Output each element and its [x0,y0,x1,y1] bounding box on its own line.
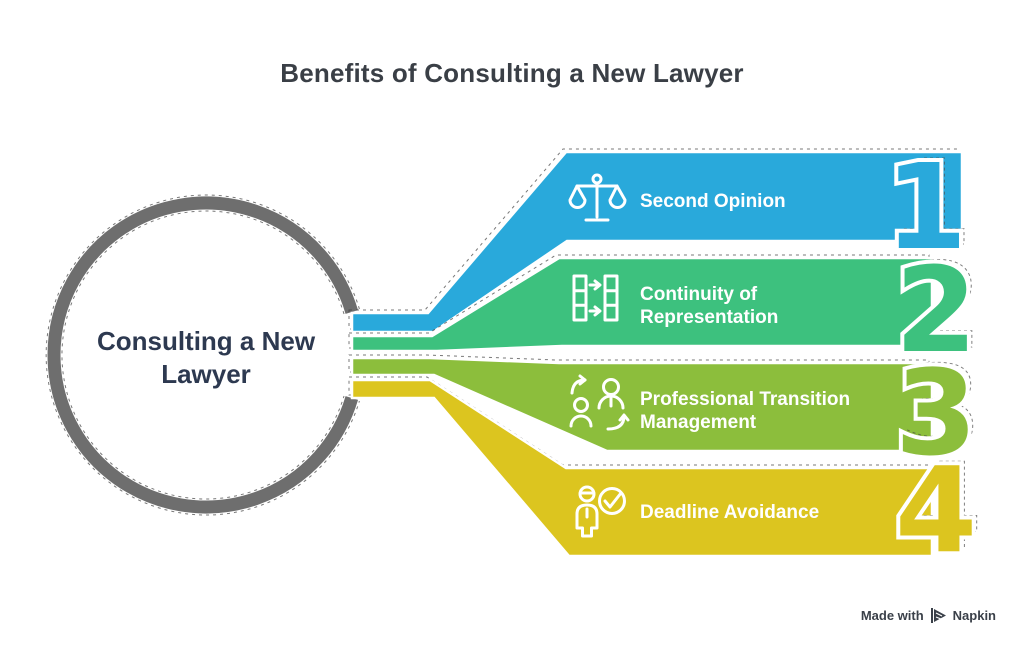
central-circle: Consulting a New Lawyer [45,194,360,516]
ring-arc [47,196,359,514]
made-with-napkin-badge: Made with Napkin [861,607,996,624]
banner-1-label: Second Opinion [640,191,786,212]
step-number-3: 3 [895,344,977,482]
step-number-3-sketch: 3 [900,340,982,478]
banner-2-label-line2: Representation [640,307,778,328]
benefit-banner-3: Professional Transition Management 3 3 [348,340,983,486]
step-number-1: 1 [885,138,967,276]
benefit-banner-1: Second Opinion 1 1 [348,134,973,334]
step-number-4: 4 [895,441,977,579]
center-label-line1: Consulting a New [97,326,316,356]
napkin-logo-icon [930,608,946,623]
banner-2-shape [350,256,934,353]
banner-3-sketch [348,354,930,449]
step-number-4-sketch: 4 [900,437,982,575]
benefit-banner-2: Continuity of Representation 2 2 [348,237,983,383]
step-number-2-sketch: 2 [900,237,982,375]
brand-text: Napkin [952,608,996,623]
banner-4-label: Deadline Avoidance [640,502,819,523]
banner-3-label-line1: Professional Transition [640,389,850,410]
page-title: Benefits of Consulting a New Lawyer [280,58,744,88]
banner-4-shape [350,378,934,558]
step-number-2: 2 [895,241,977,379]
banner-3-shape [350,356,934,453]
ring-sketch-outer [45,194,360,516]
center-label-line2: Lawyer [161,359,251,389]
benefit-banner-4: Deadline Avoidance 4 4 [348,376,983,583]
person-check-icon [575,485,626,538]
scales-of-justice-icon [568,173,627,222]
people-transition-icon [569,374,630,431]
record-transfer-icon [572,274,619,322]
step-number-1-sketch: 1 [890,134,972,272]
banner-3-label-line2: Management [640,412,757,433]
made-with-text: Made with [860,608,924,623]
banner-2-label-line1: Continuity of [640,284,758,305]
banner-1-shape [350,150,964,334]
